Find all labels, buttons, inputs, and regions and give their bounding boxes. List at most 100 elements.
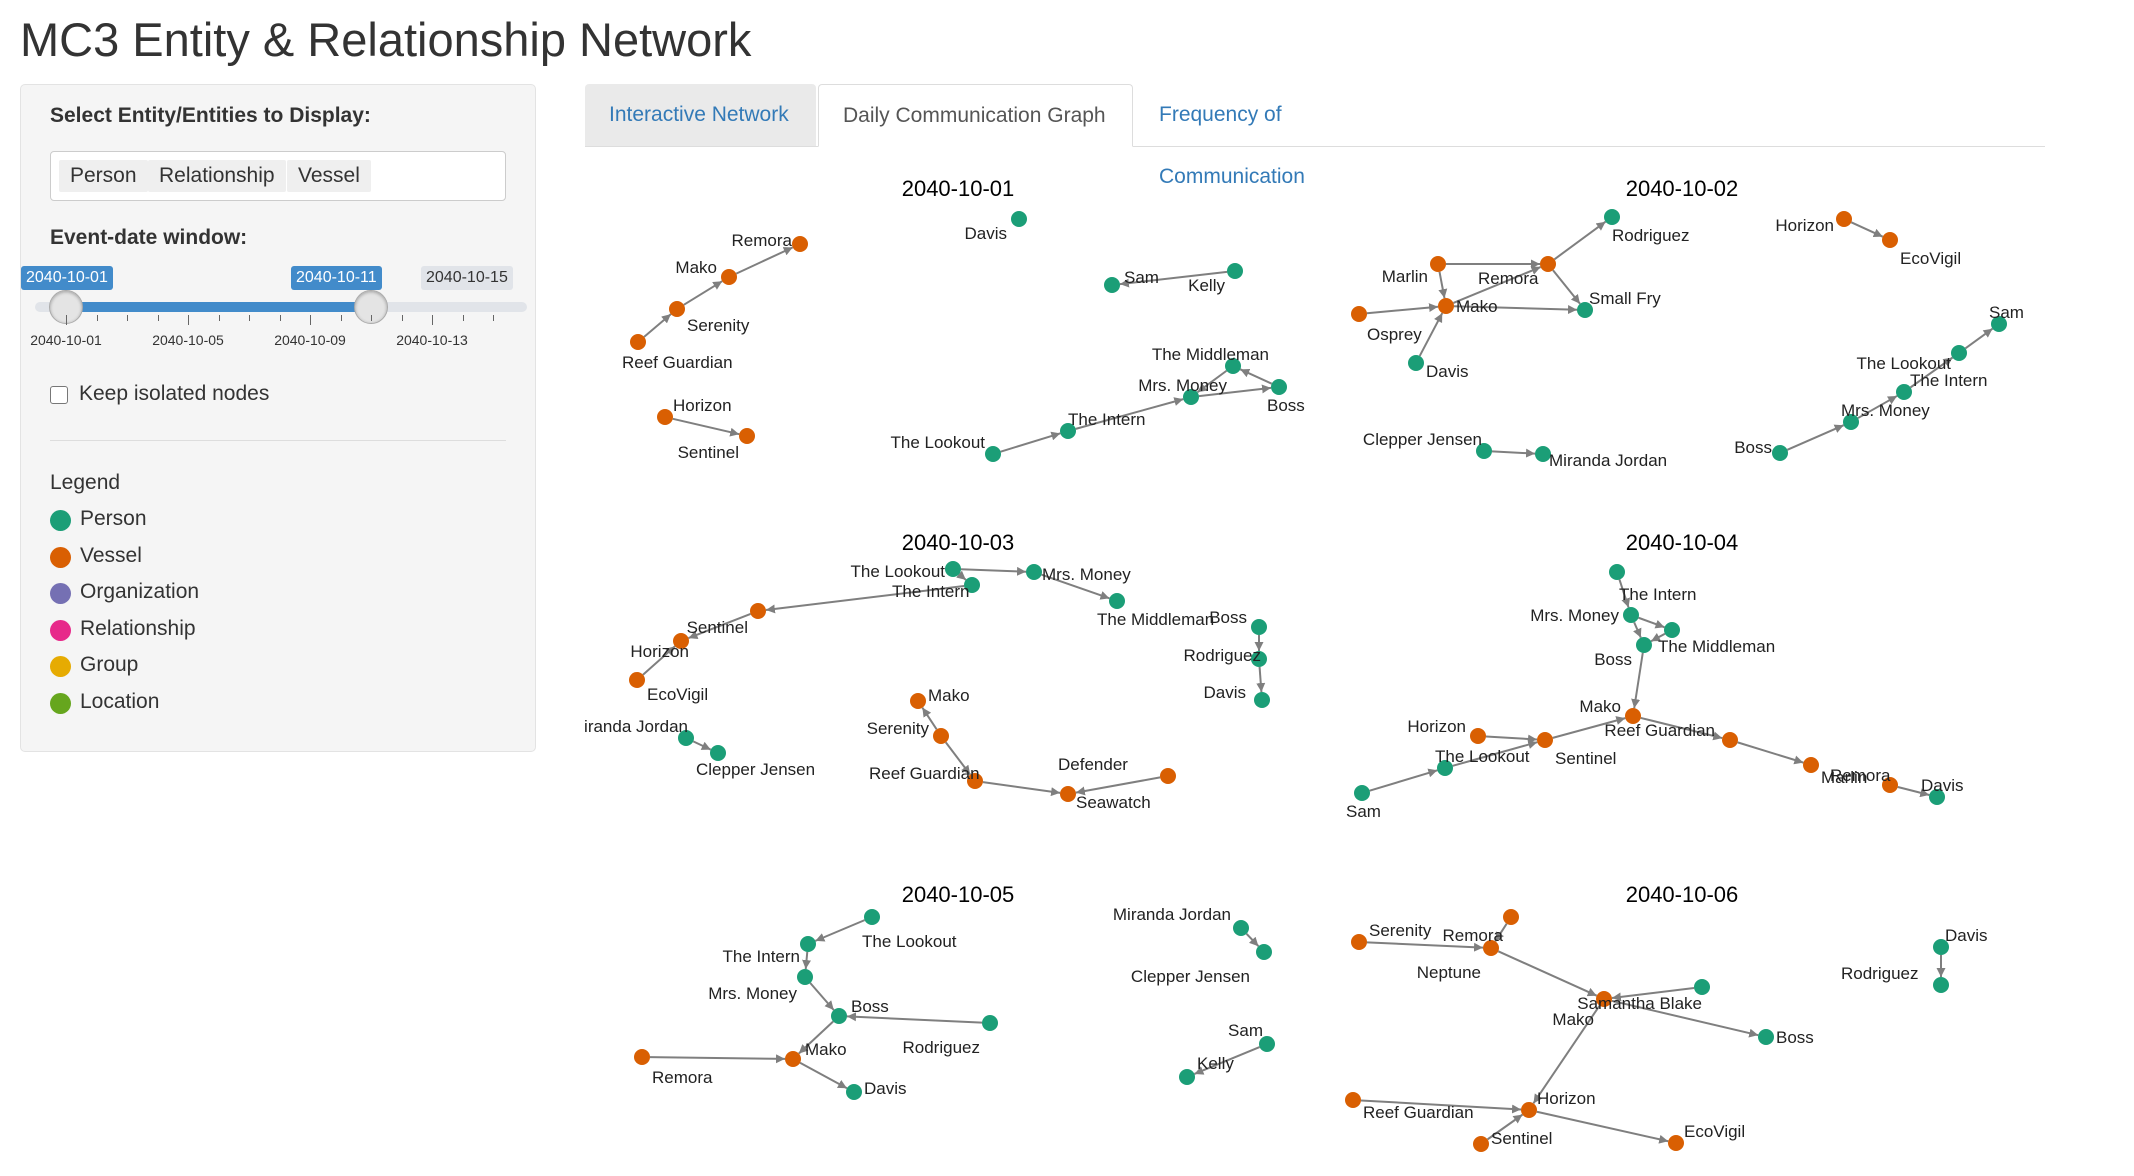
person-node[interactable] xyxy=(800,936,816,952)
tab-interactive-network[interactable]: Interactive Network xyxy=(585,84,816,146)
tab-frequency-of-communication[interactable]: Frequency of Communication xyxy=(1159,103,1305,188)
person-node[interactable] xyxy=(964,577,980,593)
person-node[interactable] xyxy=(1896,384,1912,400)
person-node[interactable] xyxy=(1271,379,1287,395)
vessel-node[interactable] xyxy=(750,603,766,619)
person-node[interactable] xyxy=(1772,445,1788,461)
person-node[interactable] xyxy=(1251,619,1267,635)
vessel-node[interactable] xyxy=(1503,909,1519,925)
vessel-node[interactable] xyxy=(967,773,983,789)
edge xyxy=(643,313,672,338)
person-node[interactable] xyxy=(1060,423,1076,439)
vessel-node[interactable] xyxy=(1483,940,1499,956)
vessel-node[interactable] xyxy=(1351,306,1367,322)
vessel-node[interactable] xyxy=(634,1049,650,1065)
person-node[interactable] xyxy=(1437,760,1453,776)
person-node[interactable] xyxy=(1233,920,1249,936)
person-node[interactable] xyxy=(1535,446,1551,462)
selected-chip[interactable]: Person xyxy=(59,160,148,192)
vessel-node[interactable] xyxy=(933,728,949,744)
node-label: Rodriguez xyxy=(903,1038,981,1057)
selected-chip[interactable]: Relationship xyxy=(148,160,286,192)
vessel-node[interactable] xyxy=(1521,1102,1537,1118)
person-node[interactable] xyxy=(864,909,880,925)
person-node[interactable] xyxy=(1225,358,1241,374)
vessel-node[interactable] xyxy=(1438,298,1454,314)
vessel-node[interactable] xyxy=(1060,786,1076,802)
edge xyxy=(672,417,740,437)
vessel-node[interactable] xyxy=(1882,777,1898,793)
vessel-node[interactable] xyxy=(739,428,755,444)
person-node[interactable] xyxy=(710,745,726,761)
vessel-node[interactable] xyxy=(1473,1136,1489,1152)
person-node[interactable] xyxy=(678,730,694,746)
person-node[interactable] xyxy=(831,1008,847,1024)
vessel-node[interactable] xyxy=(721,269,737,285)
vessel-node[interactable] xyxy=(1596,991,1612,1007)
vessel-node[interactable] xyxy=(1537,732,1553,748)
node-label: The Lookout xyxy=(850,562,945,581)
person-node[interactable] xyxy=(1408,355,1424,371)
vessel-node[interactable] xyxy=(1345,1092,1361,1108)
person-node[interactable] xyxy=(1623,607,1639,623)
node-label: Boss xyxy=(851,997,889,1016)
person-node[interactable] xyxy=(1259,1036,1275,1052)
vessel-node[interactable] xyxy=(1803,757,1819,773)
person-node[interactable] xyxy=(1254,692,1270,708)
person-node[interactable] xyxy=(1354,785,1370,801)
person-node[interactable] xyxy=(1251,651,1267,667)
person-node[interactable] xyxy=(1104,277,1120,293)
vessel-node[interactable] xyxy=(1668,1135,1684,1151)
vessel-node[interactable] xyxy=(657,409,673,425)
person-node[interactable] xyxy=(1758,1029,1774,1045)
edge xyxy=(1633,621,1642,639)
person-node[interactable] xyxy=(1256,944,1272,960)
vessel-node[interactable] xyxy=(1430,256,1446,272)
person-node[interactable] xyxy=(945,561,961,577)
vessel-node[interactable] xyxy=(792,236,808,252)
person-node[interactable] xyxy=(1933,977,1949,993)
person-node[interactable] xyxy=(1843,414,1859,430)
vessel-node[interactable] xyxy=(910,693,926,709)
vessel-node[interactable] xyxy=(1882,232,1898,248)
vessel-node[interactable] xyxy=(630,334,646,350)
person-node[interactable] xyxy=(1929,789,1945,805)
person-node[interactable] xyxy=(1476,443,1492,459)
vessel-node[interactable] xyxy=(785,1051,801,1067)
person-node[interactable] xyxy=(1933,939,1949,955)
tab-daily-communication-graph[interactable]: Daily Communication Graph xyxy=(818,84,1133,147)
person-node[interactable] xyxy=(1026,564,1042,580)
vessel-node[interactable] xyxy=(1470,728,1486,744)
person-node[interactable] xyxy=(1694,979,1710,995)
person-node[interactable] xyxy=(846,1084,862,1100)
person-node[interactable] xyxy=(797,969,813,985)
vessel-node[interactable] xyxy=(669,301,685,317)
vessel-node[interactable] xyxy=(1625,708,1641,724)
vessel-node[interactable] xyxy=(1836,211,1852,227)
person-node[interactable] xyxy=(1227,263,1243,279)
vessel-node[interactable] xyxy=(1722,732,1738,748)
vessel-node[interactable] xyxy=(629,672,645,688)
person-node[interactable] xyxy=(1991,316,2007,332)
date-slider-selected-range[interactable] xyxy=(66,302,371,312)
vessel-node[interactable] xyxy=(1351,934,1367,950)
person-node[interactable] xyxy=(1183,389,1199,405)
person-node[interactable] xyxy=(1577,302,1593,318)
person-node[interactable] xyxy=(1604,209,1620,225)
person-node[interactable] xyxy=(1664,622,1680,638)
person-node[interactable] xyxy=(1951,345,1967,361)
person-node[interactable] xyxy=(1011,211,1027,227)
person-node[interactable] xyxy=(1109,593,1125,609)
person-node[interactable] xyxy=(985,446,1001,462)
legend-dot-icon xyxy=(50,693,71,714)
person-node[interactable] xyxy=(1636,637,1652,653)
vessel-node[interactable] xyxy=(1540,256,1556,272)
person-node[interactable] xyxy=(1179,1069,1195,1085)
keep-isolated-checkbox[interactable] xyxy=(50,386,68,404)
person-node[interactable] xyxy=(1609,564,1625,580)
person-node[interactable] xyxy=(982,1015,998,1031)
selected-chip[interactable]: Vessel xyxy=(287,160,371,192)
vessel-node[interactable] xyxy=(673,633,689,649)
entity-multiselect[interactable]: Person Relationship Vessel xyxy=(50,151,506,201)
vessel-node[interactable] xyxy=(1160,768,1176,784)
